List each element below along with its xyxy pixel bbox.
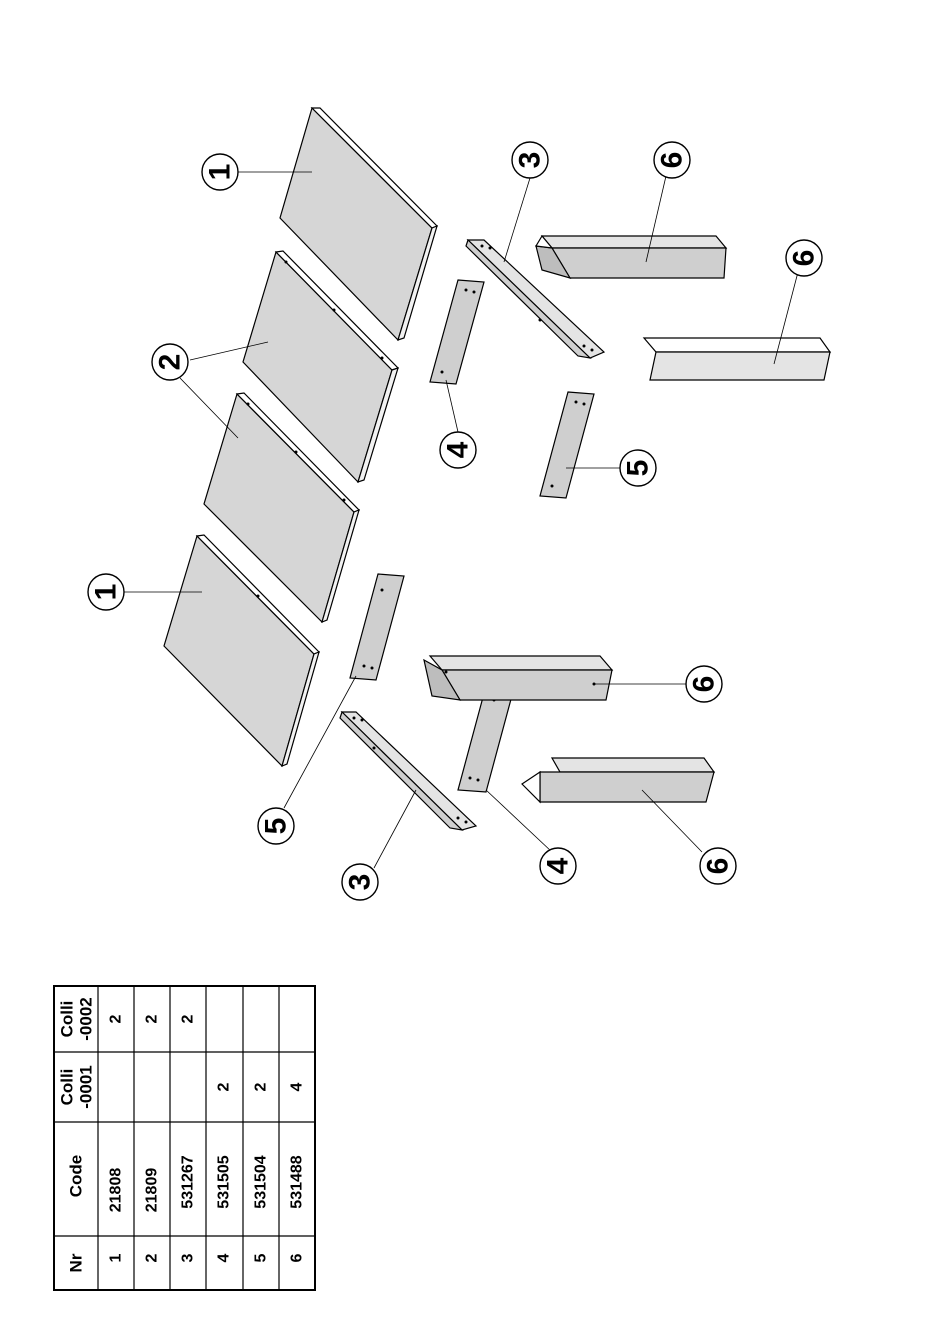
row-2-code: 21809 <box>144 1168 161 1213</box>
header-nr: Nr <box>67 1253 86 1272</box>
callout-6-a-label: 6 <box>656 152 689 169</box>
callout-4-top-label: 4 <box>442 441 475 458</box>
callout-6-c: 6 <box>686 666 722 702</box>
row-3-code: 531267 <box>180 1155 197 1208</box>
row-3-nr: 3 <box>180 1253 197 1262</box>
row-5-nr: 5 <box>253 1253 270 1262</box>
frame-part-6-b <box>644 338 830 380</box>
row-1-nr: 1 <box>108 1253 125 1262</box>
row-4-code: 531505 <box>216 1155 233 1208</box>
header-colli2-line1: Colli <box>58 1001 77 1038</box>
callout-1-bottom: 1 <box>88 574 124 610</box>
beam-part-5-top <box>540 392 594 498</box>
callout-5-top-label: 5 <box>622 460 655 477</box>
row-6-nr: 6 <box>289 1253 306 1262</box>
callout-3-top: 3 <box>512 142 548 178</box>
row-4-colli1: 2 <box>216 1082 233 1091</box>
row-1-code: 21808 <box>108 1168 125 1213</box>
frame-part-6-a <box>536 236 726 278</box>
row-3-colli2: 2 <box>180 1014 197 1023</box>
callout-3-top-label: 3 <box>514 152 547 169</box>
callout-6-d: 6 <box>700 848 736 884</box>
callout-1-bottom-label: 1 <box>90 584 123 601</box>
row-2-colli2: 2 <box>144 1014 161 1023</box>
header-code: Code <box>67 1155 86 1198</box>
callout-5-bottom-label: 5 <box>260 818 293 835</box>
callout-4-top: 4 <box>440 432 476 468</box>
frame-part-6-d <box>522 758 714 802</box>
beam-part-4-top <box>430 280 484 384</box>
parts-table: Nr Code Colli -0001 Colli -0002 1 21808 … <box>54 986 315 1290</box>
row-5-code: 531504 <box>253 1155 270 1208</box>
callout-4-bottom-label: 4 <box>542 857 575 874</box>
callout-6-b-label: 6 <box>788 250 821 267</box>
callout-6-b: 6 <box>786 240 822 276</box>
callout-1-top: 1 <box>202 154 238 190</box>
header-colli2-line2: -0002 <box>77 997 96 1040</box>
callout-1-top-label: 1 <box>204 164 237 181</box>
callout-5-top: 5 <box>620 450 656 486</box>
callout-2: 2 <box>152 344 188 380</box>
callout-6-d-label: 6 <box>702 858 735 875</box>
row-2-nr: 2 <box>144 1253 161 1262</box>
rail-part-3-bottom <box>340 712 476 830</box>
callout-3-bottom: 3 <box>342 864 378 900</box>
row-5-colli1: 2 <box>253 1082 270 1091</box>
callout-5-bottom: 5 <box>258 808 294 844</box>
frame-part-6-c <box>424 656 612 700</box>
callout-6-c-label: 6 <box>688 676 721 693</box>
callout-2-label: 2 <box>154 354 187 371</box>
row-6-colli1: 4 <box>289 1082 306 1091</box>
row-1-colli2: 2 <box>108 1014 125 1023</box>
header-colli1-line1: Colli <box>58 1069 77 1106</box>
row-4-nr: 4 <box>216 1253 233 1262</box>
callout-3-bottom-label: 3 <box>344 874 377 891</box>
callout-6-a: 6 <box>654 142 690 178</box>
header-colli1-line2: -0001 <box>77 1065 96 1108</box>
beam-part-5-bottom <box>350 574 404 680</box>
callout-4-bottom: 4 <box>540 848 576 884</box>
beam-part-4-bottom <box>458 686 514 792</box>
row-6-code: 531488 <box>289 1155 306 1208</box>
